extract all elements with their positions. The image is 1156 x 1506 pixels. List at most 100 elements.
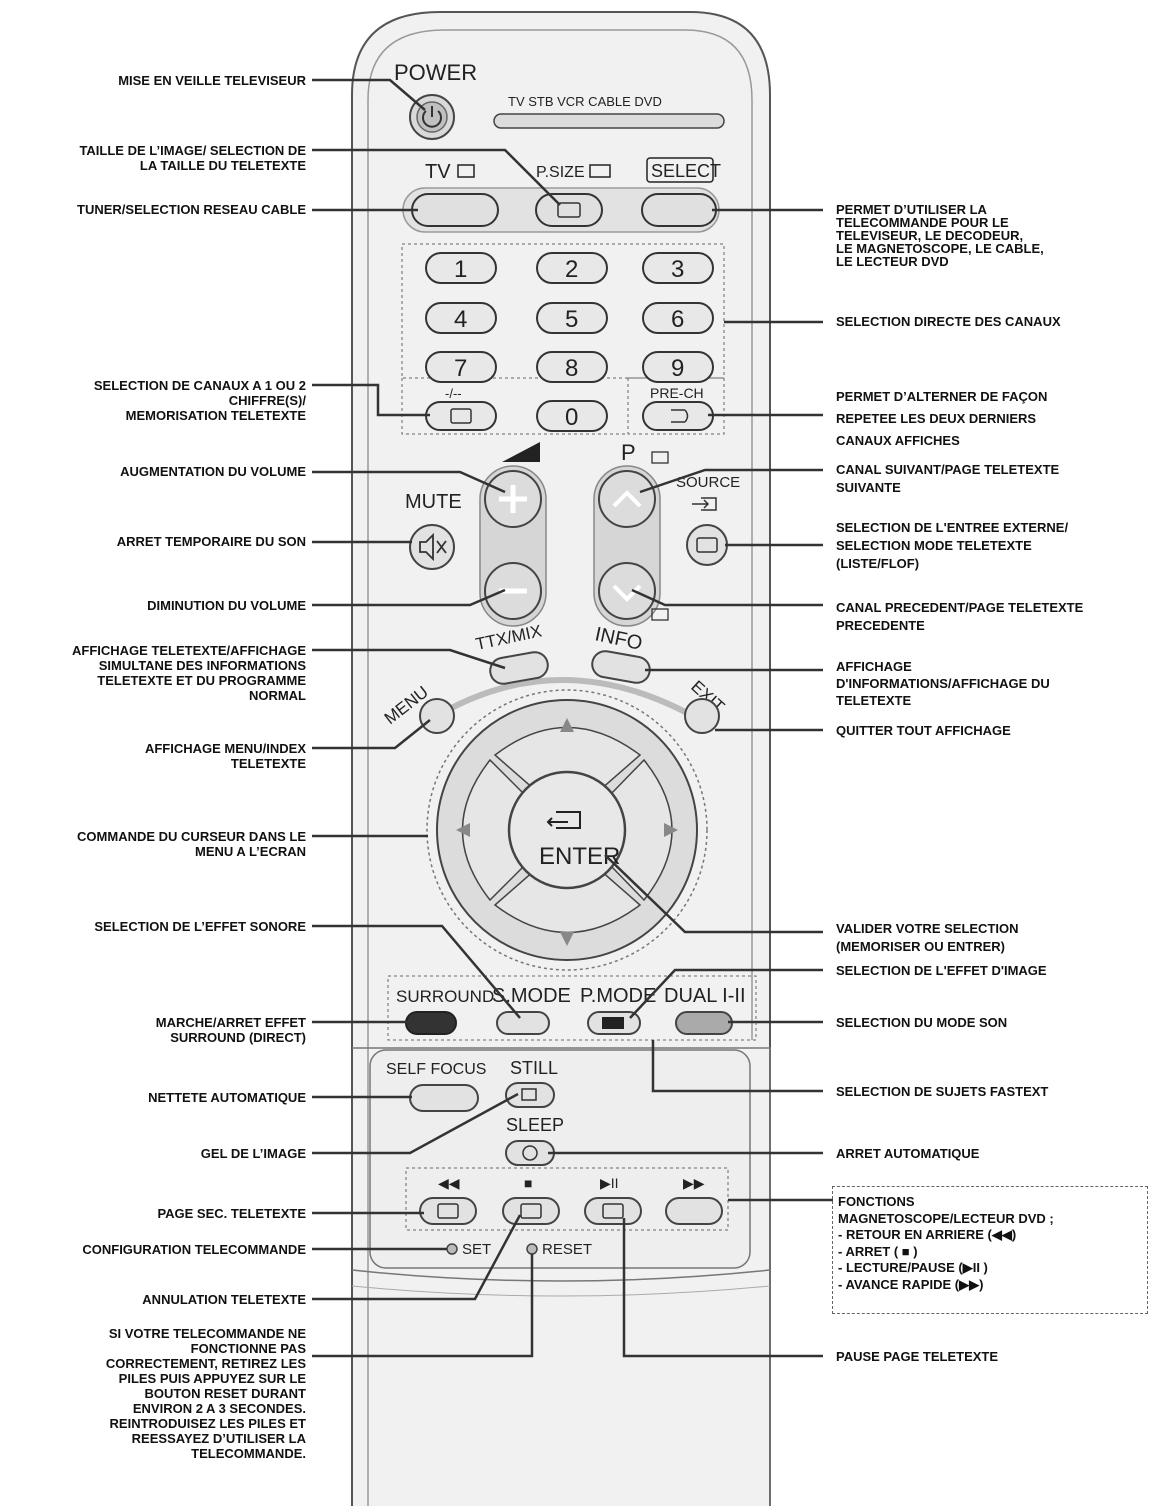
- digit-6-label: 6: [671, 306, 684, 333]
- label-info: AFFICHAGE D'INFORMATIONS/AFFICHAGE DU TE…: [836, 659, 1050, 708]
- digit-4-button[interactable]: [425, 302, 497, 334]
- label-volume-down: DIMINUTION DU VOLUME: [147, 598, 306, 613]
- digit-6-button[interactable]: [642, 302, 714, 334]
- surround-button[interactable]: [405, 1011, 457, 1035]
- source-button[interactable]: [686, 524, 728, 566]
- still-caption: STILL: [510, 1058, 558, 1078]
- dual-caption: DUAL I-II: [664, 985, 746, 1007]
- enter-button[interactable]: [507, 770, 627, 890]
- label-sound-mode: SELECTION DU MODE SON: [836, 1015, 1008, 1030]
- mode-indicator-bar: [493, 113, 725, 129]
- mute-button[interactable]: [409, 524, 455, 570]
- dual-button[interactable]: [675, 1011, 733, 1035]
- still-icon: [521, 1088, 537, 1101]
- surround-caption: SURROUND: [396, 987, 494, 1006]
- leader-enter: [604, 854, 823, 934]
- stop-button[interactable]: [502, 1197, 560, 1225]
- digit-7-label: 7: [454, 355, 467, 382]
- dash-button[interactable]: [425, 401, 497, 431]
- digit-0-button[interactable]: [536, 400, 608, 432]
- leader-reset: [312, 1254, 534, 1358]
- label-still: GEL DE L’IMAGE: [200, 1146, 306, 1161]
- select-caption: SELECT: [651, 161, 721, 181]
- ttx-mix-button[interactable]: [488, 650, 550, 686]
- leader-lines: [312, 78, 833, 1358]
- psize-button[interactable]: [535, 193, 603, 227]
- info-button[interactable]: [590, 649, 652, 685]
- digit-5-button[interactable]: [536, 302, 608, 334]
- playpause-caption: ▶II: [600, 1175, 619, 1191]
- sleep-button[interactable]: [505, 1140, 555, 1166]
- self-focus-button[interactable]: [409, 1084, 479, 1112]
- channel-up-button[interactable]: [598, 470, 656, 528]
- mode-captions: TV STB VCR CABLE DVD: [508, 94, 662, 109]
- label-transport-functions: FONCTIONS MAGNETOSCOPE/LECTEUR DVD ; - R…: [838, 1194, 1054, 1292]
- rewind-caption: ◀◀: [438, 1175, 460, 1191]
- power-caption: POWER: [394, 60, 477, 85]
- volume-wedge-icon: [502, 442, 540, 462]
- playpause-button[interactable]: [584, 1197, 642, 1225]
- label-subpage: PAGE SEC. TELETEXTE: [157, 1206, 306, 1221]
- transport-functions-box: [832, 1186, 1148, 1314]
- digit-1-label: 1: [454, 256, 467, 283]
- label-surround: MARCHE/ARRET EFFET SURROUND (DIRECT): [155, 1015, 306, 1045]
- enter-icon: [546, 811, 581, 829]
- label-channel-digits: SELECTION DE CANAUX A 1 OU 2 CHIFFRE(S)/…: [93, 378, 306, 423]
- rewind-teletext-icon: [437, 1203, 459, 1219]
- leader-vol-down: [312, 588, 506, 607]
- dash-teletext-icon: [450, 408, 472, 424]
- menu-button[interactable]: [419, 698, 455, 734]
- digit-8-label: 8: [565, 355, 578, 382]
- prech-button[interactable]: [642, 401, 714, 431]
- leader-psize: [312, 148, 561, 206]
- arrow-down-icon: [560, 932, 574, 946]
- label-menu: AFFICHAGE MENU/INDEX TELETEXTE: [144, 741, 306, 771]
- number-pad-area-lower: [401, 378, 629, 435]
- menu-arc: [428, 677, 702, 723]
- leader-pmode: [629, 968, 823, 1019]
- ff-button[interactable]: [665, 1197, 723, 1225]
- power-icon: [422, 110, 442, 128]
- leader-fastext: [651, 1040, 823, 1093]
- cursor-ring-dashed: [426, 689, 708, 971]
- tv-caption-icon: [457, 164, 475, 178]
- label-self-focus: NETTETE AUTOMATIQUE: [148, 1090, 306, 1105]
- leader-vol-up: [312, 470, 506, 494]
- digit-8-button[interactable]: [536, 351, 608, 383]
- tv-caption: TV: [425, 161, 451, 183]
- label-volume-up: AUGMENTATION DU VOLUME: [120, 464, 306, 479]
- leader-dash: [312, 383, 430, 417]
- arrow-up-icon: [560, 718, 574, 732]
- picture-mode-icon: [602, 1017, 624, 1029]
- digit-5-label: 5: [565, 306, 578, 333]
- exit-button[interactable]: [684, 698, 720, 734]
- tv-button[interactable]: [411, 193, 499, 227]
- smode-button[interactable]: [496, 1011, 550, 1035]
- label-picture-effect: SELECTION DE L'EFFET D'IMAGE: [836, 963, 1047, 978]
- label-sleep: ARRET AUTOMATIQUE: [836, 1146, 980, 1161]
- digit-2-button[interactable]: [536, 252, 608, 284]
- psize-teletext-icon: [557, 202, 581, 218]
- rewind-button[interactable]: [419, 1197, 477, 1225]
- digit-1-button[interactable]: [425, 252, 497, 284]
- select-button[interactable]: [641, 193, 717, 227]
- label-teletext-mix: AFFICHAGE TELETEXTE/AFFICHAGE SIMULTANE …: [72, 643, 306, 703]
- set-button[interactable]: [446, 1243, 458, 1255]
- digit-9-button[interactable]: [642, 351, 714, 383]
- label-cancel: ANNULATION TELETEXTE: [142, 1292, 306, 1307]
- prech-caption: PRE-CH: [650, 385, 704, 401]
- digit-9-label: 9: [671, 355, 684, 382]
- remote-inner-body: [367, 29, 753, 1506]
- label-channel-up: CANAL SUIVANT/PAGE TELETEXTE SUIVANTE: [836, 462, 1060, 495]
- channel-down-button[interactable]: [598, 562, 656, 620]
- leader-smode: [312, 924, 521, 1019]
- leader-still: [312, 1092, 519, 1155]
- digit-7-button[interactable]: [425, 351, 497, 383]
- playpause-teletext-icon: [602, 1203, 624, 1219]
- lower-cover-panel: [369, 1049, 751, 1269]
- digit-3-button[interactable]: [642, 252, 714, 284]
- speaker-muted-icon: [419, 532, 447, 562]
- dash-caption: -/--: [445, 386, 462, 401]
- still-button[interactable]: [505, 1082, 555, 1108]
- reset-button[interactable]: [526, 1243, 538, 1255]
